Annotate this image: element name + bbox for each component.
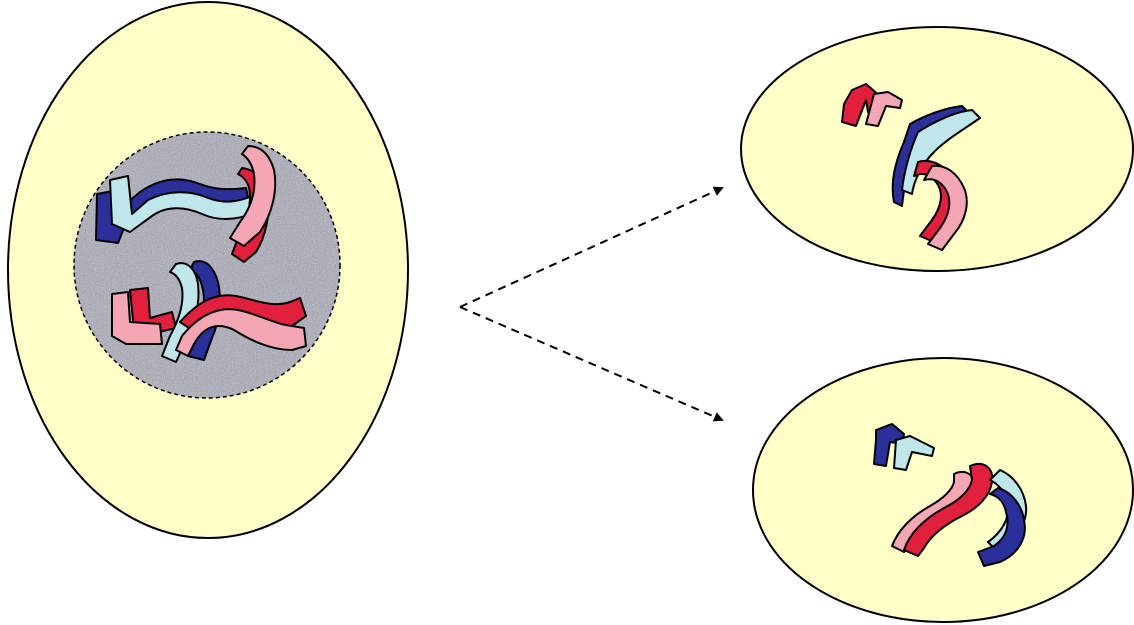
parent-cell [7, 1, 409, 539]
daughter-cell-bottom [752, 357, 1134, 623]
chromosome-blue-dark-right [977, 487, 1026, 567]
chromosome-red-dark [841, 83, 881, 127]
chromosome-blue-light [901, 109, 981, 195]
arrow-to-bottom-daughter [459, 306, 724, 422]
chromosome-blue-dark [873, 423, 905, 467]
daughter-cell-top [740, 26, 1134, 272]
chromosome-pink-lower [923, 164, 968, 251]
chromosome-red-light [229, 145, 277, 247]
chromosome-blue-light [893, 435, 935, 471]
lower-homolog-pair [111, 260, 307, 363]
chromosome-blue-light-lower [161, 262, 200, 363]
chromosome-pink [865, 91, 903, 127]
chromosome-pink-crossing [175, 308, 307, 357]
upper-homolog-pair [95, 145, 277, 263]
daughter-bottom-cytoplasm [752, 357, 1134, 623]
arrow-to-top-daughter [459, 186, 724, 308]
arrows [459, 186, 724, 422]
chromosome-pink-lower [111, 291, 163, 345]
